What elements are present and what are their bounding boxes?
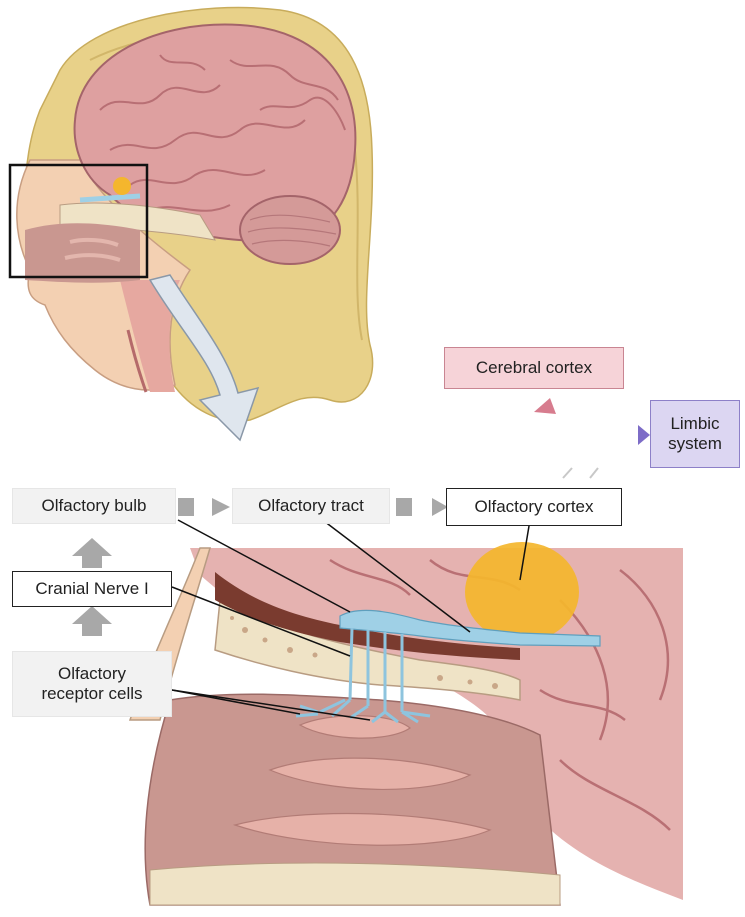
head-illustration [10,8,373,441]
arrow-to-cerebral-cortex [534,398,556,414]
cerebral-cortex-label: Cerebral cortex [444,347,624,389]
cranial-nerve-label: Cranial Nerve I [12,571,172,607]
limbic-line1: Limbic [670,414,719,434]
receptor-cells-line2: receptor cells [41,684,142,704]
cranial-nerve-text: Cranial Nerve I [35,579,148,599]
limbic-line2: system [668,434,722,454]
olfactory-tract-text: Olfactory tract [258,496,364,516]
arrow-up-1 [72,538,112,556]
nasal-cavity-small [25,223,140,283]
receptor-cells-label: Olfactory receptor cells [12,651,172,717]
cerebral-cortex-text: Cerebral cortex [476,358,592,378]
olfactory-bulb-text: Olfactory bulb [42,496,147,516]
olfactory-cortex-blob [465,542,579,642]
receptor-cells-line1: Olfactory [58,664,126,684]
olfactory-cortex-text: Olfactory cortex [474,497,593,517]
arrow-to-limbic [638,425,650,445]
arrow-right-1 [178,498,194,516]
olfactory-cortex-label: Olfactory cortex [446,488,622,526]
nasal-cross-section [130,542,683,905]
olfactory-bulb-label: Olfactory bulb [12,488,176,524]
limbic-system-label: Limbic system [650,400,740,468]
olfactory-tract-label: Olfactory tract [232,488,390,524]
arrow-up-2 [72,606,112,624]
arrow-right-2 [396,498,412,516]
